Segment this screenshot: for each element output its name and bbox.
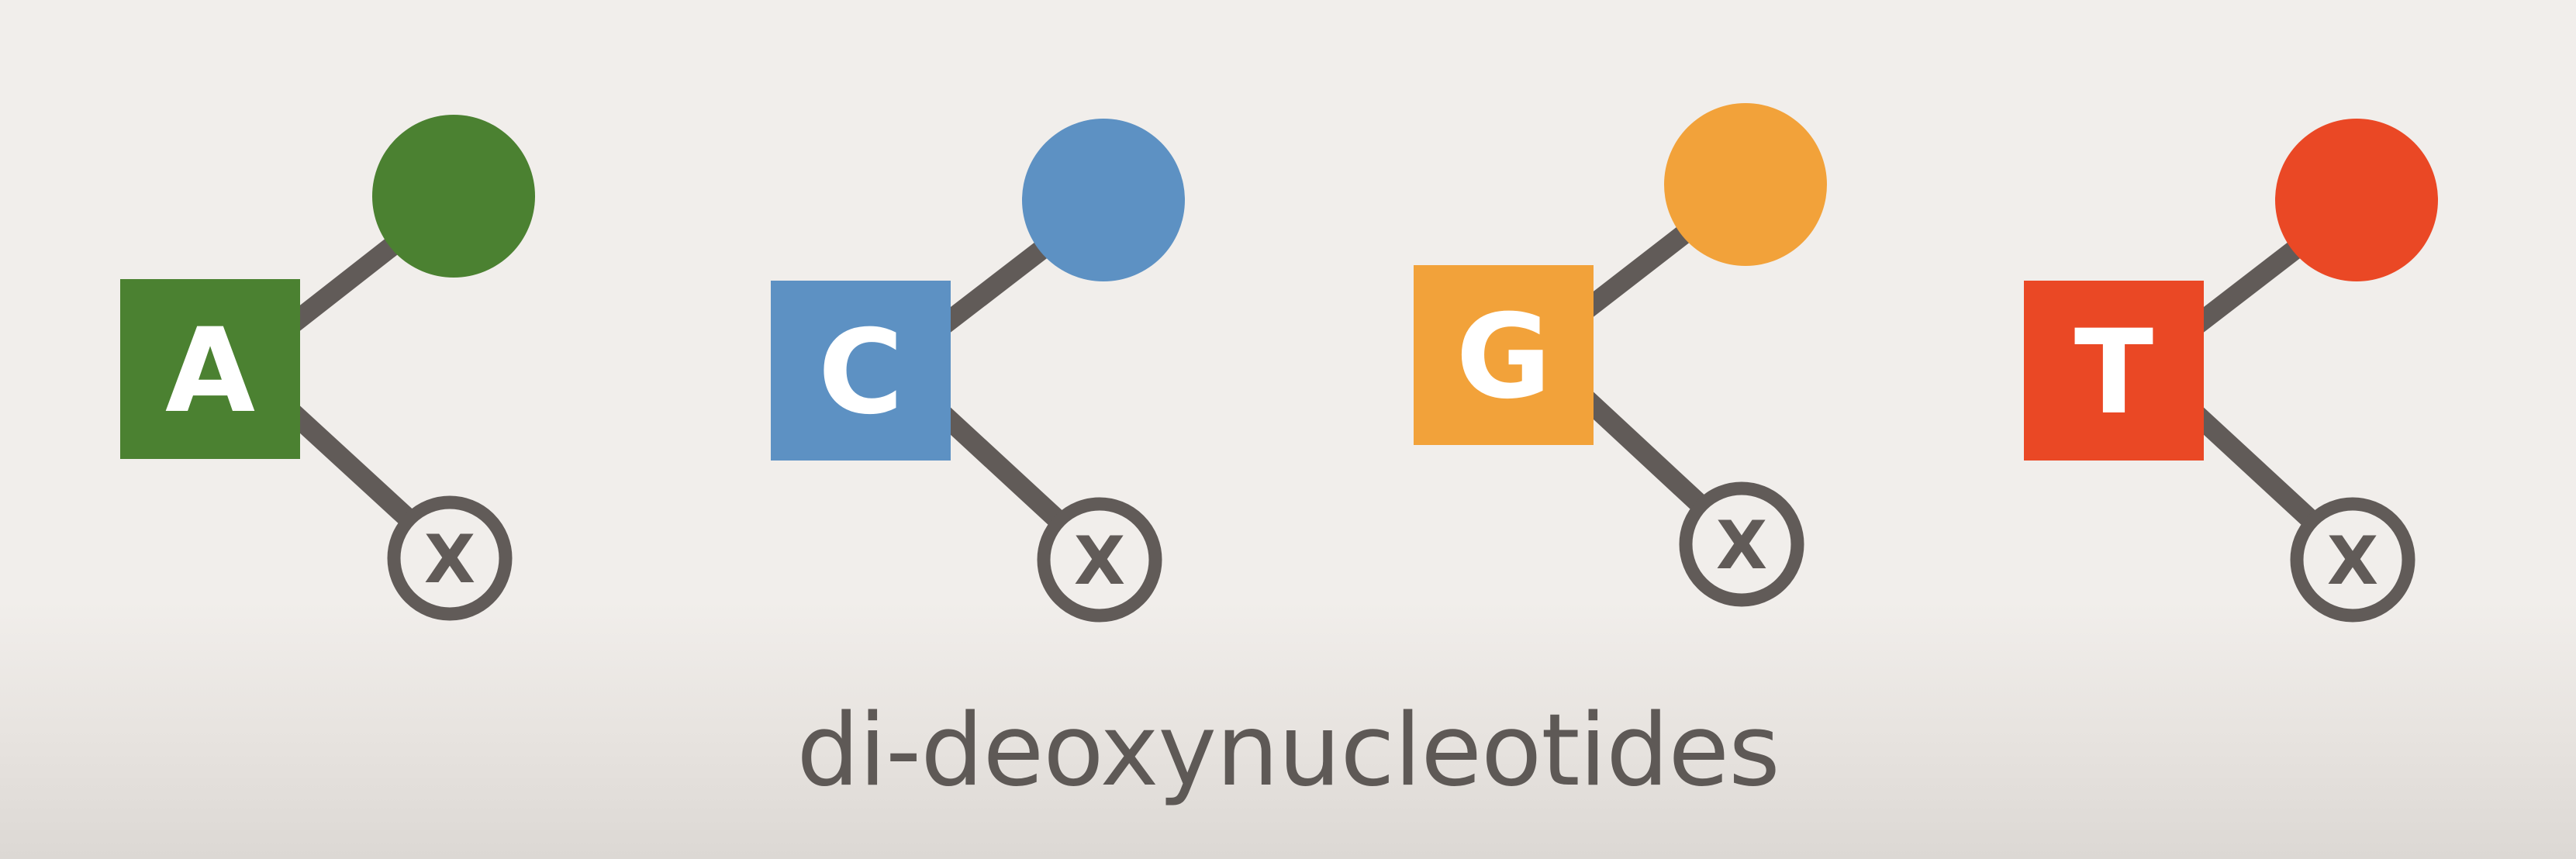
base-square-c: [771, 281, 951, 461]
block-ring-g: [1679, 481, 1804, 607]
block-symbol-c: X: [1074, 523, 1125, 600]
sphere-g: [1664, 103, 1827, 266]
block-ring-c: [1037, 497, 1162, 623]
block-symbol-t: X: [2327, 523, 2378, 600]
nucleotide-t: XT: [2024, 119, 2438, 623]
caption: di-deoxynucleotides: [796, 693, 1780, 809]
block-ring-a: [387, 495, 513, 621]
base-square-g: [1414, 265, 1594, 445]
nucleotide-c: XC: [771, 119, 1185, 623]
base-square-t: [2024, 281, 2204, 461]
block-symbol-g: X: [1716, 507, 1767, 585]
base-letter-c: C: [818, 305, 903, 440]
base-square-a: [120, 279, 300, 459]
block-symbol-a: X: [424, 521, 475, 599]
base-letter-g: G: [1455, 290, 1551, 425]
sphere-c: [1022, 119, 1185, 281]
nucleotide-g: XG: [1414, 103, 1827, 607]
sphere-t: [2275, 119, 2438, 281]
base-letter-a: A: [165, 304, 255, 439]
nucleotide-a: XA: [120, 115, 535, 621]
sphere-a: [372, 115, 535, 278]
block-ring-t: [2290, 497, 2415, 623]
base-letter-t: T: [2074, 305, 2153, 440]
